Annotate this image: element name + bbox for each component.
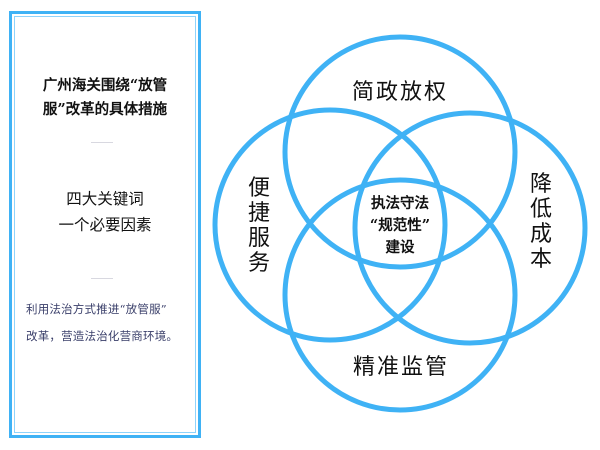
label-left-char: 便 <box>247 176 270 201</box>
circle-right <box>352 110 588 346</box>
center-line-2: “规范性” <box>369 217 431 234</box>
center-label: 执法守法 “规范性” 建设 <box>355 193 445 259</box>
label-right-char: 本 <box>529 247 552 272</box>
label-top: 简政放权 <box>352 80 449 105</box>
label-right-char: 成 <box>529 222 552 247</box>
label-left-char: 服 <box>247 226 270 251</box>
circle-bottom <box>282 177 518 413</box>
divider-2 <box>91 278 113 279</box>
label-right-char: 低 <box>529 197 552 222</box>
label-left-char: 捷 <box>247 201 270 226</box>
label-right: 降 低 成 本 <box>529 172 553 272</box>
center-line-1: 执法守法 <box>371 195 429 212</box>
label-left: 便 捷 服 务 <box>247 176 271 276</box>
label-left-char: 务 <box>247 251 270 276</box>
keywords-line-2: 一个必要因素 <box>58 216 152 234</box>
info-panel: 广州海关围绕“放管 服”改革的具体措施 四大关键词 一个必要因素 利用法治方式推… <box>9 11 201 438</box>
keywords-heading: 四大关键词 一个必要因素 <box>12 186 198 238</box>
circle-left <box>212 107 448 343</box>
description: 利用法治方式推进“放管服” 改革，营造法治化营商环境。 <box>26 296 192 350</box>
title-line-2: 服”改革的具体措施 <box>42 101 168 118</box>
divider-1 <box>91 142 113 143</box>
title-line-1: 广州海关围绕“放管 <box>42 77 168 94</box>
desc-line-2: 改革，营造法治化营商环境。 <box>26 329 179 343</box>
center-line-3: 建设 <box>385 239 415 256</box>
label-bottom: 精准监管 <box>353 355 450 380</box>
label-right-char: 降 <box>529 172 552 197</box>
panel-title: 广州海关围绕“放管 服”改革的具体措施 <box>12 74 198 122</box>
circle-top <box>282 34 518 270</box>
panel-inner-border <box>14 16 196 433</box>
keywords-line-1: 四大关键词 <box>66 190 144 208</box>
desc-line-1: 利用法治方式推进“放管服” <box>26 302 167 316</box>
